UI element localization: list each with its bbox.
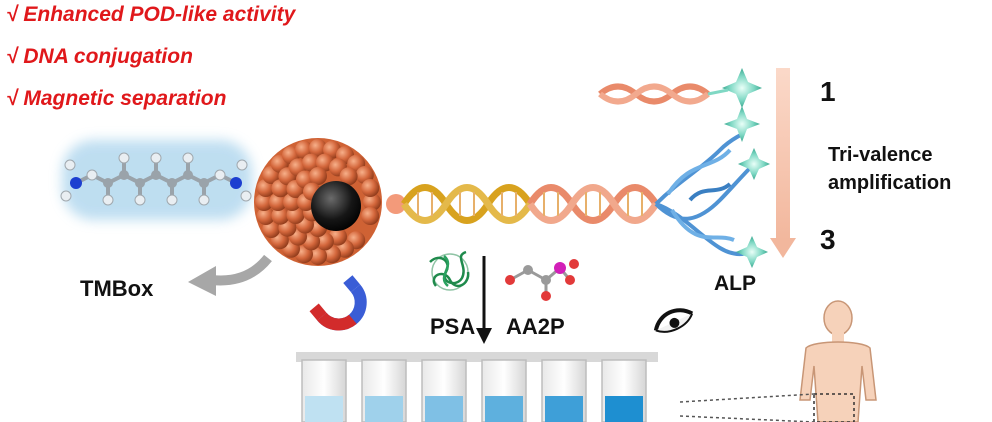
tube-solution <box>425 396 463 422</box>
magnetic-nanoparticle <box>254 138 406 266</box>
tube-solution <box>545 396 583 422</box>
nanoparticle-bead <box>309 167 327 185</box>
nanoparticle-bead <box>269 193 287 211</box>
nanoparticle-bead <box>361 207 380 225</box>
tube-solution <box>485 396 523 422</box>
nanoparticle-bead <box>256 207 275 225</box>
dna-duplex <box>401 184 659 224</box>
tube-solution <box>305 396 343 422</box>
oxidation-arrow <box>188 254 272 296</box>
nanoparticle-bead <box>363 193 381 211</box>
molecule-icon <box>505 259 579 301</box>
dna-probe <box>598 83 729 105</box>
amplification-label-line2: amplification <box>828 172 952 194</box>
tmbox-label: TMBox <box>80 276 154 301</box>
amplification-label-line1: Tri-valence <box>828 144 933 166</box>
zoom-box <box>679 393 855 422</box>
nanoparticle-bead <box>309 247 327 265</box>
tmbox-molecule <box>60 140 252 220</box>
nanoparticle-bead <box>315 232 334 251</box>
tube-solution <box>365 396 403 422</box>
human-body-icon <box>799 300 877 422</box>
nanoparticle-bead <box>339 167 358 186</box>
protein-icon <box>429 250 470 291</box>
magnet-icon <box>309 275 367 331</box>
nanoparticle-bead <box>361 179 380 197</box>
feature-magnetic-separation: √ Magnetic separation <box>6 87 227 110</box>
nanoparticle-bead <box>255 193 273 211</box>
feature-dna-conjugation: √ DNA conjugation <box>6 45 193 68</box>
step-start-label: 1 <box>820 76 836 107</box>
star-enzyme-icon <box>722 68 770 268</box>
tube-rack <box>296 352 658 422</box>
reaction-arrow <box>476 256 492 344</box>
nanoparticle-bead <box>271 206 290 225</box>
amplification-arrow <box>770 68 796 258</box>
nanoparticle-bead <box>302 153 321 172</box>
psa-label: PSA <box>430 314 476 339</box>
nanoparticle-bead <box>309 139 327 157</box>
feature-pod-activity: √ Enhanced POD-like activity <box>6 3 296 26</box>
eye-icon <box>653 308 694 333</box>
dna-tri-arm-network <box>654 132 754 257</box>
alp-label: ALP <box>714 272 756 295</box>
step-end-label: 3 <box>820 224 836 255</box>
tube-solution <box>605 396 643 422</box>
aa2p-label: AA2P <box>506 314 565 339</box>
